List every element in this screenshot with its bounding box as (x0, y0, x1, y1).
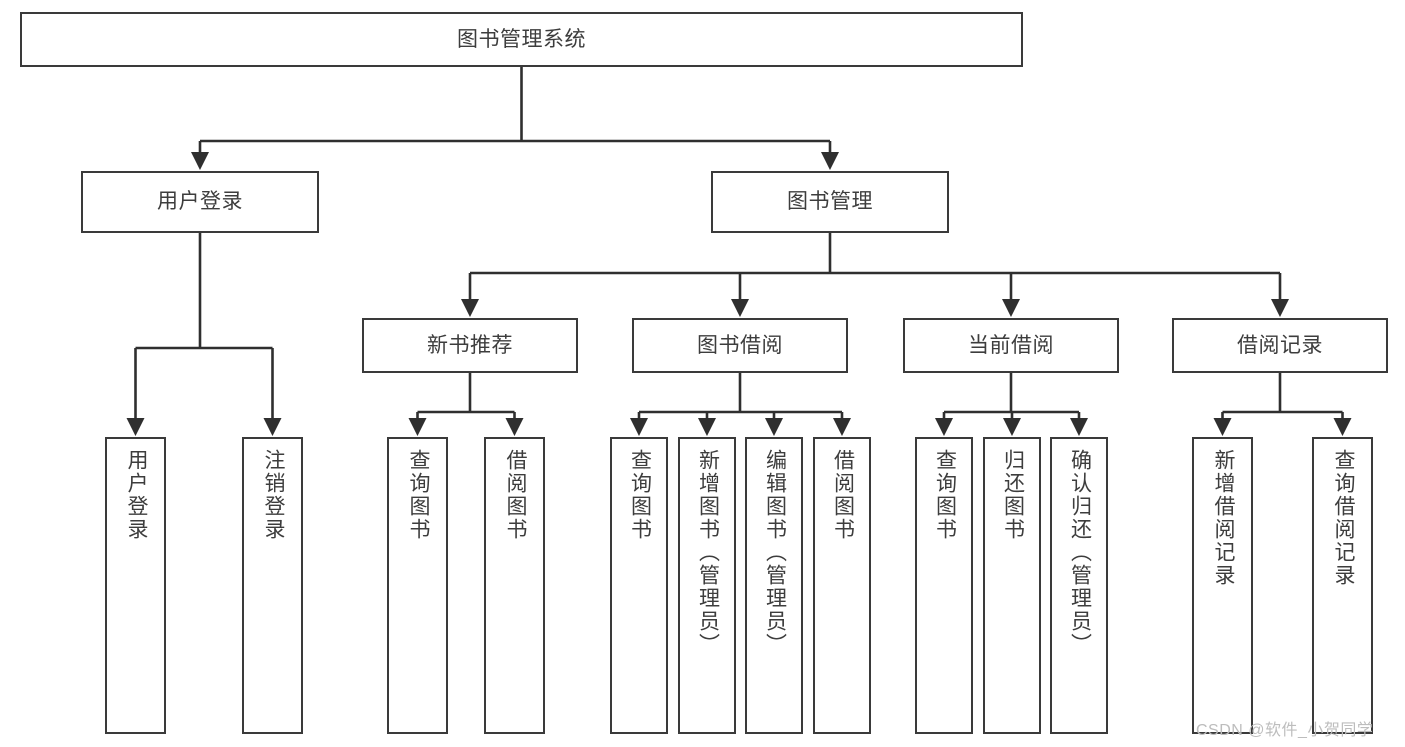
leaf-leaf-edit-book: 编辑图书（管理员） (745, 437, 803, 734)
node-label: 查询借阅记录 (1331, 449, 1355, 587)
node-current-borrow: 当前借阅 (903, 318, 1119, 373)
node-label: 查询图书 (933, 449, 957, 541)
leaf-leaf-return-book: 归还图书 (983, 437, 1041, 734)
node-label: 借阅记录 (1237, 333, 1323, 357)
node-user-login: 用户登录 (81, 171, 319, 233)
node-label: 图书管理系统 (457, 27, 586, 51)
leaf-leaf-user-login: 用户登录 (105, 437, 166, 734)
node-label: 新增借阅记录 (1211, 449, 1235, 587)
node-label: 注销登录 (261, 449, 285, 541)
node-label: 归还图书 (1001, 449, 1025, 541)
node-label: 用户登录 (157, 190, 243, 214)
node-label: 新增图书（管理员） (696, 449, 720, 656)
leaf-leaf-borrow-book-1: 借阅图书 (484, 437, 545, 734)
leaf-leaf-query-book-2: 查询图书 (610, 437, 668, 734)
leaf-leaf-user-logout: 注销登录 (242, 437, 303, 734)
node-label: 查询图书 (406, 449, 430, 541)
node-label: 图书管理 (787, 190, 873, 214)
node-label: 编辑图书（管理员） (763, 449, 787, 656)
leaf-leaf-confirm-return: 确认归还（管理员） (1050, 437, 1108, 734)
leaf-leaf-query-book-3: 查询图书 (915, 437, 973, 734)
node-label: 借阅图书 (831, 449, 855, 541)
leaf-leaf-add-record: 新增借阅记录 (1192, 437, 1253, 734)
node-borrow-record: 借阅记录 (1172, 318, 1388, 373)
node-label: 新书推荐 (427, 333, 513, 357)
leaf-leaf-borrow-book-2: 借阅图书 (813, 437, 871, 734)
leaf-leaf-query-book-1: 查询图书 (387, 437, 448, 734)
node-label: 图书借阅 (697, 333, 783, 357)
node-label: 确认归还（管理员） (1068, 449, 1092, 656)
node-book-borrow: 图书借阅 (632, 318, 848, 373)
node-label: 当前借阅 (968, 333, 1054, 357)
node-label: 查询图书 (628, 449, 652, 541)
node-root: 图书管理系统 (20, 12, 1023, 67)
leaf-leaf-add-book: 新增图书（管理员） (678, 437, 736, 734)
node-label: 用户登录 (124, 449, 148, 541)
node-book-manage: 图书管理 (711, 171, 949, 233)
node-label: 借阅图书 (503, 449, 527, 541)
leaf-leaf-query-record: 查询借阅记录 (1312, 437, 1373, 734)
node-new-book-recommend: 新书推荐 (362, 318, 578, 373)
